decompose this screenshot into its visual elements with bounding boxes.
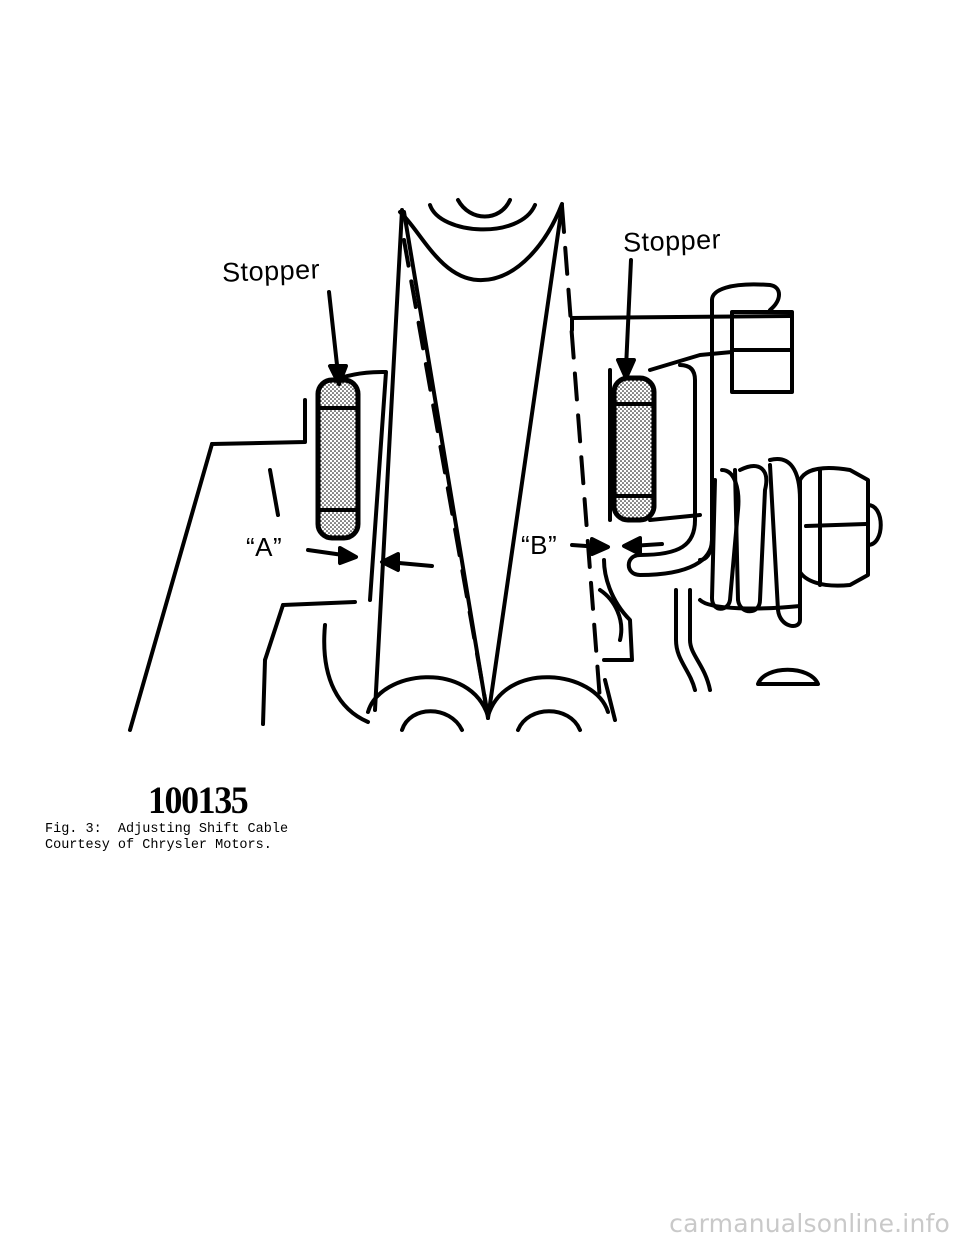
- figure-number: 100135: [148, 779, 249, 822]
- figure-caption: Fig. 3: Adjusting Shift Cable: [45, 822, 289, 837]
- gap-a-label: “A”: [246, 532, 283, 562]
- stopper-right-label: Stopper: [622, 224, 722, 258]
- gap-b-label: “B”: [521, 530, 558, 560]
- shift-cable-diagram: [128, 198, 883, 732]
- figure-credit: Courtesy of Chrysler Motors.: [45, 838, 272, 853]
- stopper-left-label: Stopper: [221, 254, 321, 288]
- site-watermark: carmanualsonline.info: [669, 1209, 950, 1238]
